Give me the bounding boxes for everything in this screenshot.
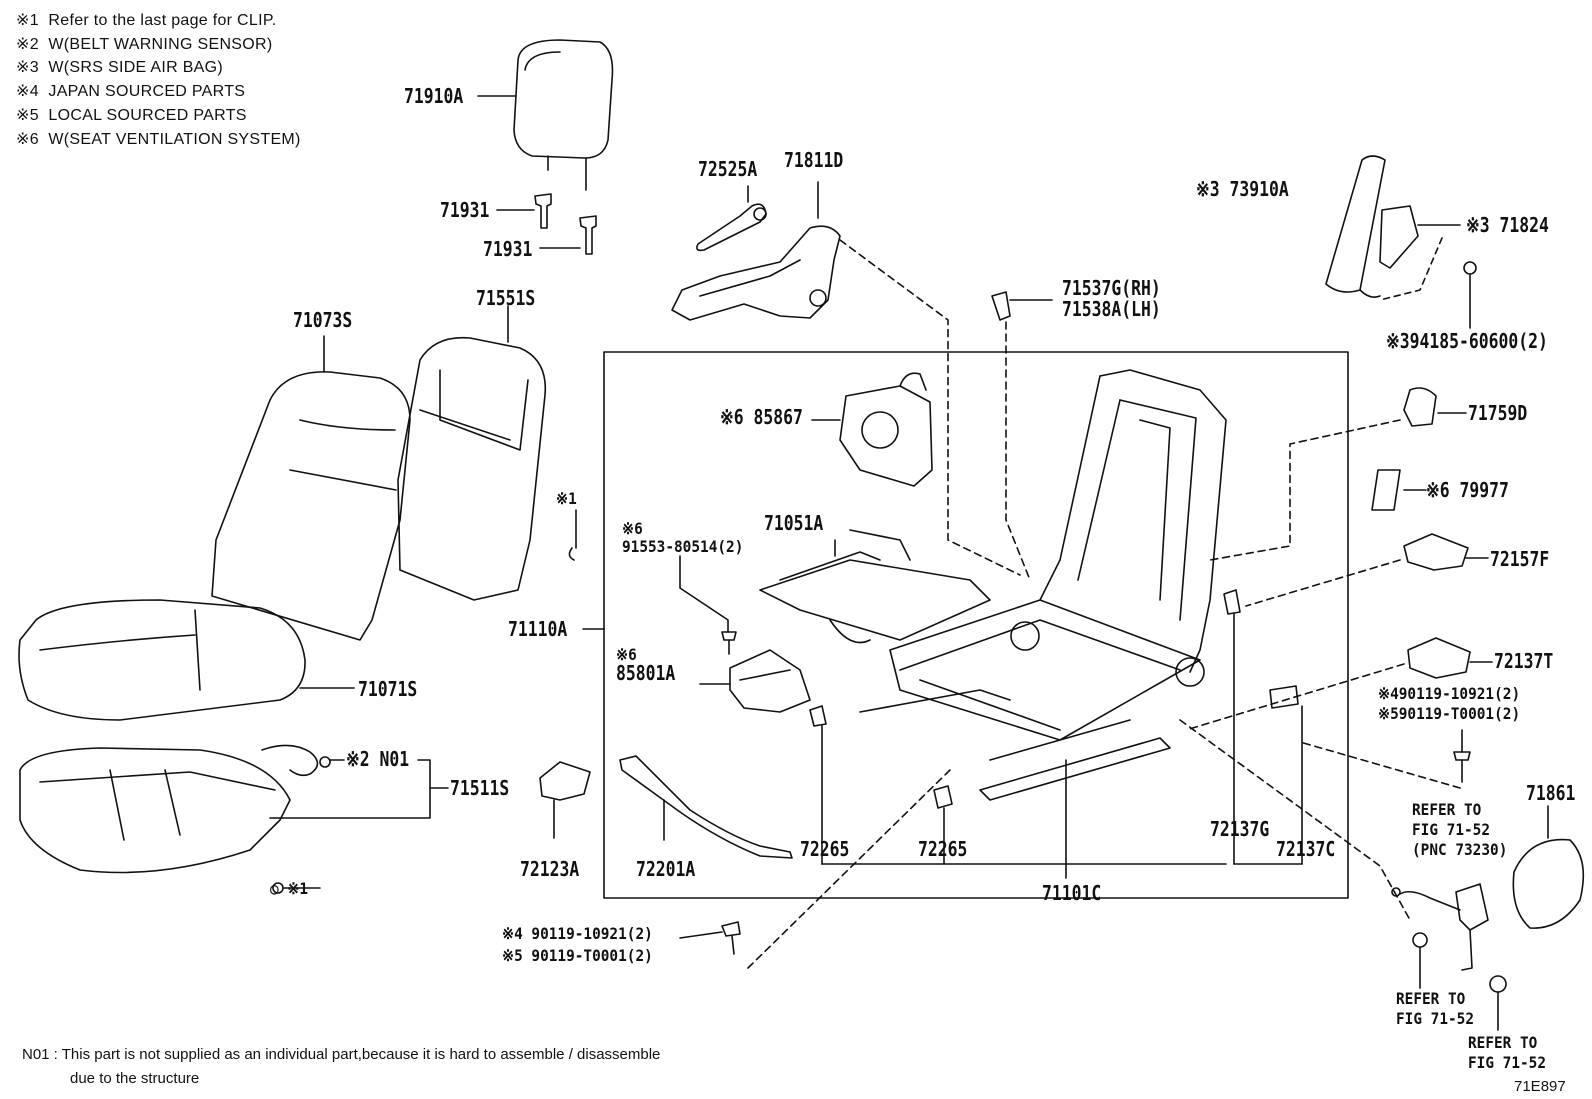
label-refer-2-a: REFER TO (1396, 989, 1466, 1008)
note-6: ※6 W(SEAT VENTILATION SYSTEM) (16, 131, 301, 148)
label-72137g: 72137G (1210, 817, 1270, 841)
label-72265-a: 72265 (800, 837, 850, 861)
cover-72137t-drawing (1408, 638, 1470, 678)
pad-79977-drawing (1372, 470, 1400, 510)
label-71537g: 71537G(RH) (1062, 276, 1161, 300)
label-71861: 71861 (1526, 781, 1576, 805)
label-refer-1-c: (PNC 73230) (1412, 840, 1508, 859)
cushion-pad-drawing (20, 748, 448, 873)
cushion-cover-drawing (19, 600, 354, 720)
cover-72123a-drawing (540, 762, 590, 838)
nut-icon (1490, 976, 1506, 992)
label-90119-t0001-a: ※590119-T0001(2) (1378, 704, 1521, 723)
label-85867: ※6 85867 (720, 405, 803, 429)
label-72137c: 72137C (1276, 837, 1336, 861)
seat-spring-drawing (760, 530, 990, 643)
note-1: ※1 Refer to the last page for CLIP. (16, 12, 277, 29)
label-refer-1-b: FIG 71-52 (1412, 820, 1491, 839)
label-71538a: 71538A(LH) (1062, 297, 1161, 321)
clip-72265-left-drawing (810, 706, 826, 726)
bolt-right-drawing (1300, 730, 1470, 788)
label-71931-b: 71931 (483, 237, 533, 261)
note-3: ※3 W(SRS SIDE AIR BAG) (16, 59, 224, 76)
label-71910a: 71910A (404, 84, 464, 108)
label-71101c: 71101C (1042, 881, 1102, 905)
label-91553-mark: ※6 (622, 519, 643, 538)
label-94185: ※394185-60600(2) (1386, 329, 1548, 353)
clip-72137g-drawing (1224, 590, 1240, 614)
label-90119-10921-b: ※4 90119-10921(2) (502, 924, 653, 943)
clip-72137c-drawing (1270, 686, 1298, 708)
headrest-drawing (478, 40, 613, 190)
label-72525a: 72525A (698, 157, 758, 181)
label-71110a: 71110A (508, 617, 568, 641)
label-clip-note-2: ○ ※1 (270, 879, 309, 898)
label-72201a: 72201A (636, 857, 696, 881)
grommet-icon (1413, 933, 1427, 947)
seatback-cover-drawing (212, 336, 410, 640)
clip-72265-right-drawing (934, 786, 952, 808)
label-71931-a: 71931 (440, 198, 490, 222)
label-72157f: 72157F (1490, 547, 1550, 571)
clip-71537g-drawing (992, 292, 1010, 320)
label-clip-note-1: ※1 (556, 489, 577, 508)
label-90119-t0001-b: ※5 90119-T0001(2) (502, 946, 653, 965)
note-4: ※4 JAPAN SOURCED PARTS (16, 83, 246, 100)
label-refer-1-a: REFER TO (1412, 800, 1482, 819)
label-85801a-mark: ※6 (616, 645, 637, 664)
footnote-line-2: due to the structure (70, 1070, 200, 1087)
note-5: ※5 LOCAL SOURCED PARTS (16, 107, 247, 124)
seat-frame-drawing (860, 370, 1226, 800)
label-n01: ※2 N01 (346, 747, 410, 771)
label-refer-3-b: FIG 71-52 (1468, 1053, 1547, 1072)
wire-72201a-drawing (620, 756, 792, 858)
label-79977: ※6 79977 (1426, 478, 1509, 502)
cover-72157f-drawing (1404, 534, 1468, 570)
label-refer-3-a: REFER TO (1468, 1033, 1538, 1052)
label-91553: 91553-80514(2) (622, 537, 744, 556)
belt-sensor-drawing (262, 745, 344, 775)
headrest-guides (497, 194, 596, 254)
label-72137t: 72137T (1494, 649, 1554, 673)
label-73910a: ※3 73910A (1196, 177, 1289, 201)
label-71071s: 71071S (358, 677, 418, 701)
assembly-frame-box (604, 352, 1348, 898)
clip-drawing (569, 510, 576, 560)
label-71824: ※3 71824 (1466, 213, 1549, 237)
label-71051a: 71051A (764, 511, 824, 535)
label-71551s: 71551S (476, 286, 536, 310)
figure-code: 71E897 (1514, 1078, 1566, 1095)
recliner-cover-drawing (672, 182, 1020, 575)
clip-drawing-2 (273, 883, 320, 893)
cover-71759d-drawing (1404, 388, 1436, 426)
label-72265-b: 72265 (918, 837, 968, 861)
ventilation-duct-drawing (700, 650, 810, 712)
label-90119-10921-a: ※490119-10921(2) (1378, 684, 1521, 703)
ventilation-fan-drawing (812, 373, 932, 486)
seatback-pad-drawing (398, 306, 545, 600)
label-72123a: 72123A (520, 857, 580, 881)
label-71511s: 71511S (450, 776, 510, 800)
seatbelt-buckle-drawing (1180, 720, 1488, 970)
label-85801a: 85801A (616, 661, 676, 685)
cover-71861-drawing (1513, 840, 1583, 929)
side-airbag-drawing (1326, 156, 1476, 328)
note-2: ※2 W(BELT WARNING SENSOR) (16, 36, 273, 53)
label-71759d: 71759D (1468, 401, 1528, 425)
label-refer-2-b: FIG 71-52 (1396, 1009, 1475, 1028)
bolt-bottom-drawing (680, 770, 950, 968)
bolt-91553-drawing (680, 556, 736, 654)
label-71073s: 71073S (293, 308, 353, 332)
footnote-line-1: N01 : This part is not supplied as an in… (22, 1046, 661, 1063)
label-71811d: 71811D (784, 148, 844, 172)
